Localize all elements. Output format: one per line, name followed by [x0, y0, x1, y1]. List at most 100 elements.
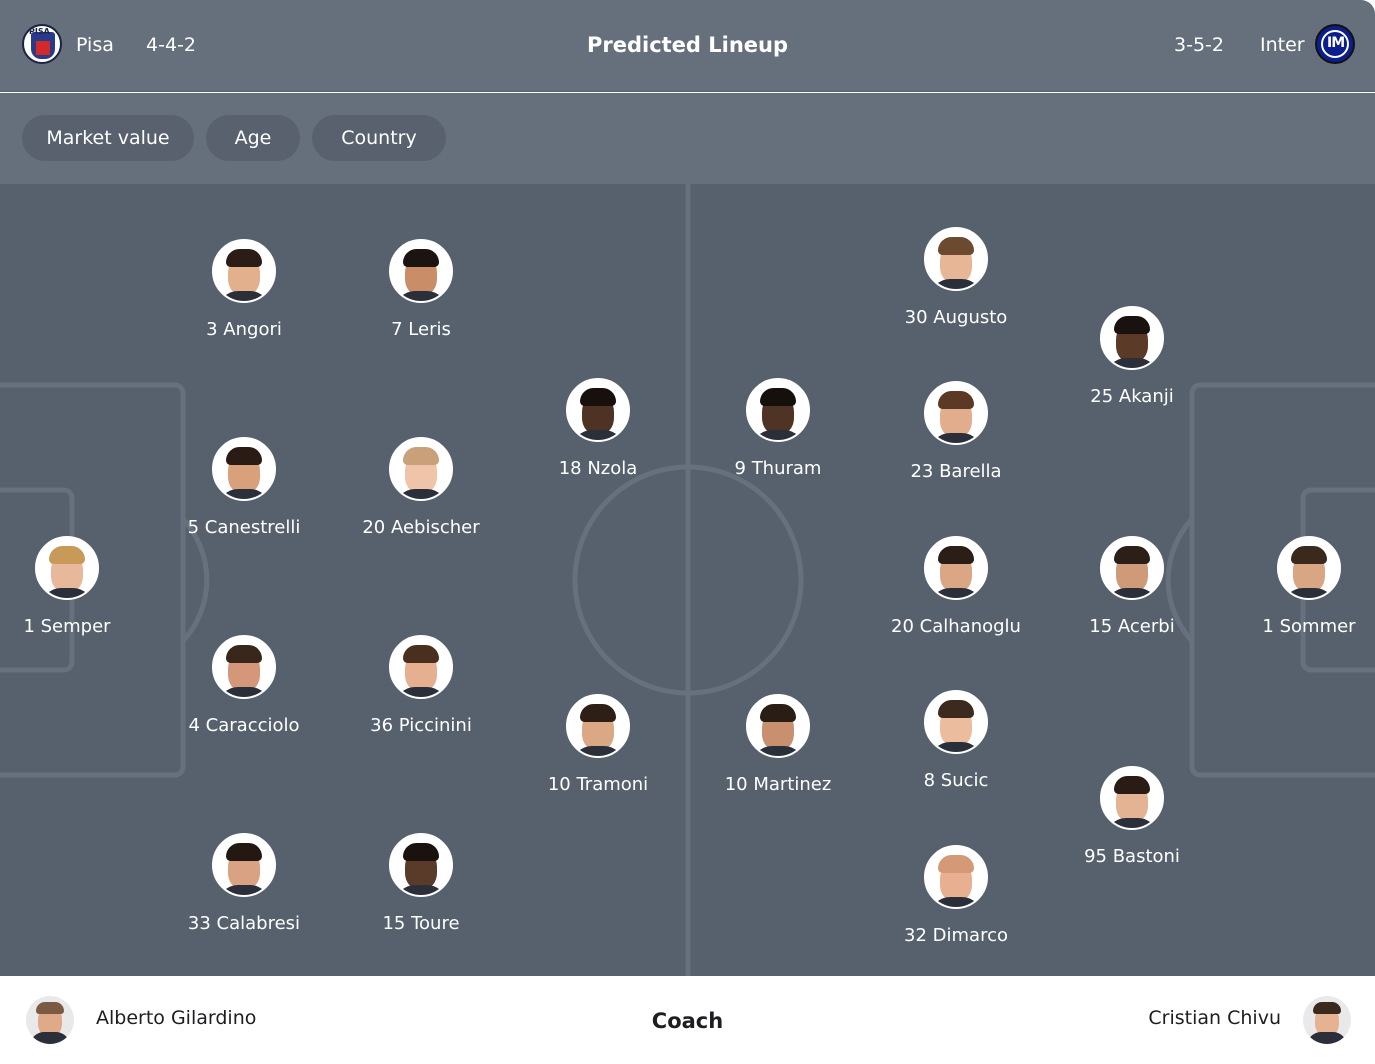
- avatar-hair: [938, 391, 974, 409]
- player-away-calhanoglu[interactable]: 20 Calhanoglu: [876, 536, 1036, 646]
- avatar-shirt: [395, 687, 447, 697]
- avatar-hair: [938, 855, 974, 873]
- avatar: [924, 536, 988, 600]
- player-name: 10 Tramoni: [547, 774, 649, 795]
- player-home-canestrelli[interactable]: 5 Canestrelli: [164, 437, 324, 547]
- player-away-martinez[interactable]: 10 Martinez: [698, 694, 858, 804]
- avatar-shirt: [395, 885, 447, 895]
- avatar-hair: [938, 700, 974, 718]
- avatar-hair: [49, 546, 85, 564]
- player-name: 3 Angori: [206, 319, 282, 340]
- player-home-piccinini[interactable]: 36 Piccinini: [341, 635, 501, 745]
- player-name: 95 Bastoni: [1084, 846, 1180, 867]
- player-away-akanji[interactable]: 25 Akanji: [1052, 306, 1212, 416]
- filter-market-value-button[interactable]: Market value: [22, 115, 194, 161]
- avatar-hair: [1114, 316, 1150, 334]
- away-coach-avatar[interactable]: [1303, 996, 1351, 1044]
- avatar-shirt: [1106, 588, 1158, 598]
- avatar: [746, 694, 810, 758]
- player-home-nzola[interactable]: 18 Nzola: [518, 378, 678, 488]
- player-name: 36 Piccinini: [370, 715, 472, 736]
- avatar: [212, 239, 276, 303]
- player-name: 15 Acerbi: [1089, 616, 1175, 637]
- avatar: [566, 694, 630, 758]
- avatar-hair: [226, 843, 262, 861]
- avatar-shirt: [930, 897, 982, 907]
- player-away-dimarco[interactable]: 32 Dimarco: [876, 845, 1036, 955]
- avatar-shirt: [41, 588, 93, 598]
- avatar: [1100, 536, 1164, 600]
- avatar-shirt: [218, 687, 270, 697]
- player-home-toure[interactable]: 15 Toure: [341, 833, 501, 943]
- avatar: [924, 381, 988, 445]
- away-team-name: Inter: [1260, 34, 1305, 56]
- avatar-shirt: [1106, 358, 1158, 368]
- pitch: 1 Semper 3 Angori 5 Canestrelli 4 Caracc…: [0, 184, 1375, 976]
- player-home-calabresi[interactable]: 33 Calabresi: [164, 833, 324, 943]
- player-home-aebischer[interactable]: 20 Aebischer: [341, 437, 501, 547]
- player-name: 30 Augusto: [904, 307, 1008, 328]
- avatar: [35, 536, 99, 600]
- avatar-hair: [1291, 546, 1327, 564]
- avatar-hair: [938, 237, 974, 255]
- inter-crest-icon: IM: [1315, 24, 1355, 64]
- avatar: [924, 227, 988, 291]
- player-name: 8 Sucic: [923, 770, 989, 791]
- player-away-sommer[interactable]: 1 Sommer: [1229, 536, 1375, 646]
- avatar-shirt: [218, 489, 270, 499]
- avatar-hair: [1114, 776, 1150, 794]
- player-name: 15 Toure: [382, 913, 460, 934]
- pisa-crest-icon: PISA: [22, 24, 62, 64]
- avatar-shirt: [930, 742, 982, 752]
- player-name: 9 Thuram: [734, 458, 822, 479]
- player-away-augusto[interactable]: 30 Augusto: [876, 227, 1036, 337]
- avatar-hair: [1313, 1002, 1341, 1014]
- player-name: 10 Martinez: [724, 774, 832, 795]
- away-coach-name[interactable]: Cristian Chivu: [1148, 1007, 1281, 1029]
- filter-bar: Market value Age Country: [0, 93, 1375, 184]
- avatar-hair: [760, 704, 796, 722]
- avatar-shirt: [572, 430, 624, 440]
- avatar: [1100, 766, 1164, 830]
- player-name: 1 Sommer: [1262, 616, 1356, 637]
- coach-label: Coach: [651, 1009, 724, 1033]
- home-coach-avatar[interactable]: [26, 996, 74, 1044]
- left-penalty-box: [0, 382, 186, 778]
- avatar: [746, 378, 810, 442]
- home-team-name: Pisa: [76, 34, 114, 56]
- player-home-semper[interactable]: 1 Semper: [0, 536, 147, 646]
- page-title: Predicted Lineup: [586, 33, 789, 57]
- player-away-sucic[interactable]: 8 Sucic: [876, 690, 1036, 800]
- player-away-thuram[interactable]: 9 Thuram: [698, 378, 858, 488]
- pisa-shield-cross: [36, 41, 50, 55]
- coach-bar: Alberto Gilardino Coach Cristian Chivu: [0, 976, 1375, 1064]
- avatar-shirt: [218, 291, 270, 301]
- player-home-tramoni[interactable]: 10 Tramoni: [518, 694, 678, 804]
- avatar-shirt: [752, 746, 804, 756]
- right-penalty-box: [1189, 382, 1375, 778]
- avatar: [924, 845, 988, 909]
- avatar-hair: [226, 249, 262, 267]
- avatar-hair: [226, 447, 262, 465]
- filter-country-button[interactable]: Country: [312, 115, 446, 161]
- player-home-angori[interactable]: 3 Angori: [164, 239, 324, 349]
- avatar-hair: [403, 249, 439, 267]
- filter-age-button[interactable]: Age: [206, 115, 300, 161]
- player-home-caracciolo[interactable]: 4 Caracciolo: [164, 635, 324, 745]
- home-coach-name[interactable]: Alberto Gilardino: [96, 1007, 257, 1029]
- player-away-bastoni[interactable]: 95 Bastoni: [1052, 766, 1212, 876]
- avatar-hair: [403, 447, 439, 465]
- right-penalty-arc: [1165, 517, 1194, 643]
- avatar-hair: [226, 645, 262, 663]
- player-away-acerbi[interactable]: 15 Acerbi: [1052, 536, 1212, 646]
- home-formation: 4-4-2: [146, 34, 196, 56]
- player-name: 25 Akanji: [1090, 386, 1174, 407]
- player-away-barella[interactable]: 23 Barella: [876, 381, 1036, 491]
- away-formation: 3-5-2: [1174, 34, 1224, 56]
- avatar-shirt: [930, 433, 982, 443]
- avatar-hair: [580, 704, 616, 722]
- avatar: [212, 833, 276, 897]
- player-home-leris[interactable]: 7 Leris: [341, 239, 501, 349]
- inter-crest-text: IM: [1327, 35, 1345, 51]
- avatar: [389, 239, 453, 303]
